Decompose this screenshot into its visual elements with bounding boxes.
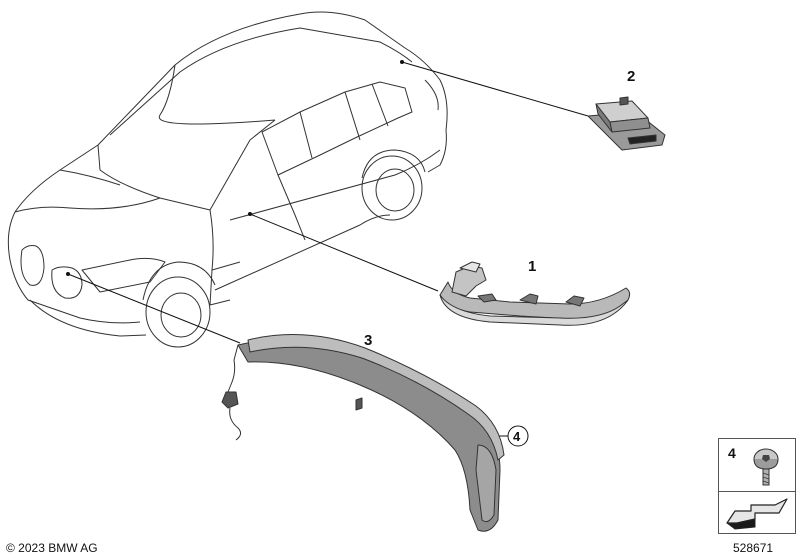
document-number: 528671 — [733, 541, 774, 555]
callout-2: 2 — [627, 68, 635, 85]
callout-3: 3 — [364, 332, 372, 349]
callout-1: 1 — [528, 258, 536, 275]
legend-divider — [719, 491, 795, 492]
part-1-turn-signal-light — [439, 261, 631, 326]
leader-lines — [67, 61, 589, 437]
leader-dots — [66, 60, 404, 276]
torx-button-head-screw-icon — [753, 448, 779, 486]
legend-item-number: 4 — [728, 445, 736, 461]
callout-4: 4 — [513, 429, 521, 444]
assembly-arrow-icon — [726, 498, 788, 530]
callout-4-circle — [507, 425, 529, 447]
part-3-light-strip — [221, 334, 505, 532]
part-2-interior-light — [587, 96, 666, 151]
copyright-text: © 2023 BMW AG — [6, 541, 98, 555]
vehicle-outline — [7, 11, 448, 348]
legend-box: 4 — [718, 438, 796, 534]
callout-labels: 2 1 3 4 — [364, 68, 635, 447]
